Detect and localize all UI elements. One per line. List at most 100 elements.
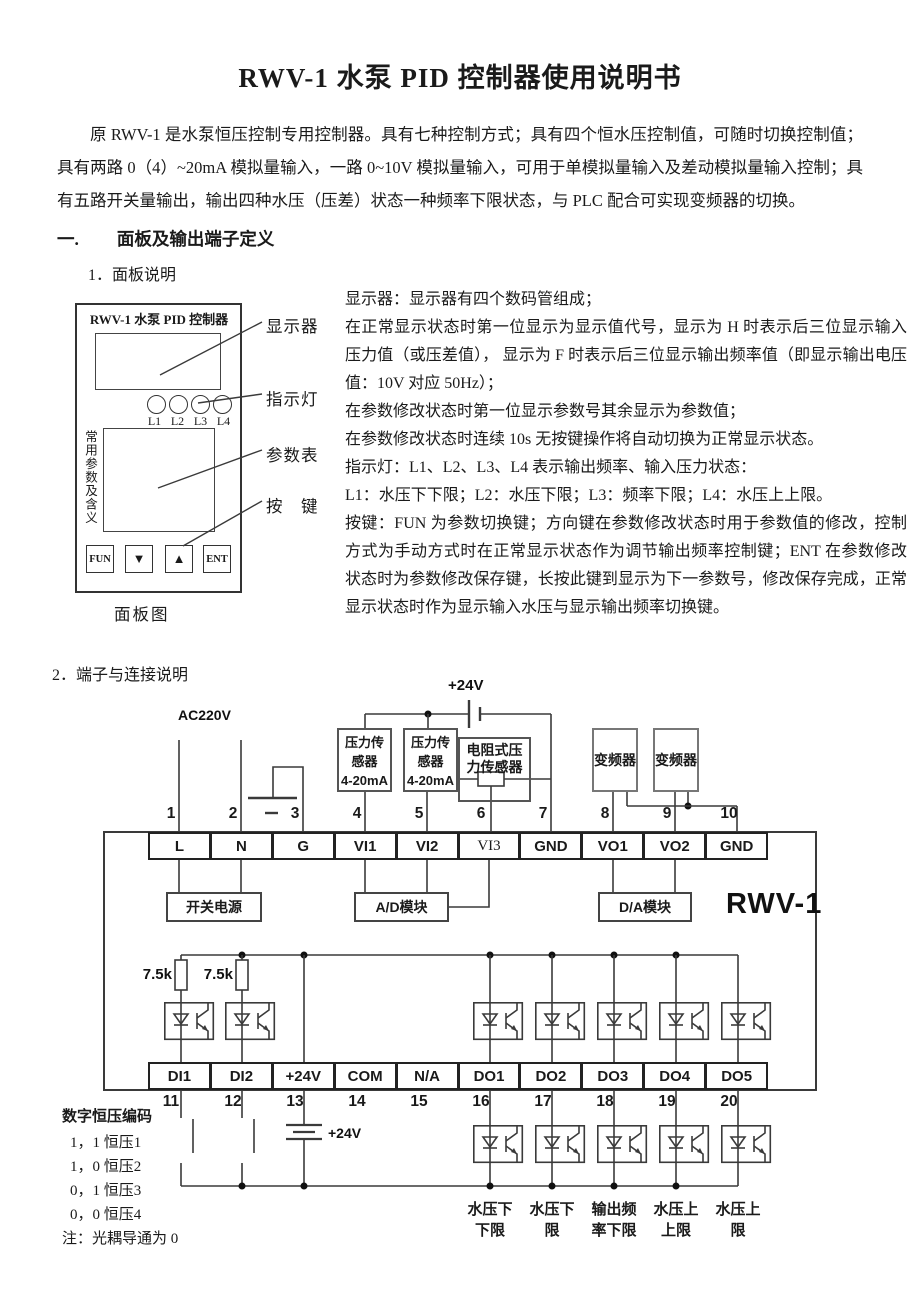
pressure-sensor-1-box: 压力传 感器 4-20mA [337,728,392,792]
led-label-l1: L1 [147,414,162,428]
desc-display-2: 在正常显示状态时第一位显示为显示值代号，显示为 H 时表示后三位显示输入压力值（… [345,319,907,392]
desc-display-4: 在参数修改状态时连续 10s 无按键操作将自动切换为正常显示状态。 [345,431,824,448]
terminal-row-1: L N G VI1 VI2 VI3 GND VO1 VO2 GND [148,832,769,860]
terminal-cell: COM [333,1062,396,1090]
do3-line2: 率下限 [591,1223,637,1239]
terminal-number: 15 [410,1093,428,1110]
v24-bottom-label: +24V [328,1125,362,1141]
terminal-cell: DI2 [209,1062,272,1090]
callout-param-table: 参数表 [266,446,319,465]
subsection-2-heading: 2．端子与连接说明 [52,667,189,684]
panel-led-labels: L1 L2 L3 L4 [145,414,233,429]
terminal-number: 2 [228,805,238,822]
do2-state-label: 水压下 限 [517,1200,587,1242]
do1-line2: 下限 [474,1223,505,1239]
callout-keys: 按 键 [266,497,319,516]
terminal-numbers-row-2: 11 12 13 14 15 16 17 18 19 20 [148,1093,768,1111]
led-l4-icon [213,395,232,414]
panel-description: 显示器：显示器有四个数码管组成； 在正常显示状态时第一位显示为显示值代号，显示为… [345,286,907,622]
terminal-number: 17 [534,1093,552,1110]
do1-line1: 水压下 [467,1202,513,1218]
sensor2-line2: 感器 [417,754,444,769]
panel-table-rect [103,428,215,532]
terminal-cell: +24V [271,1062,334,1090]
terminal-cell: VI1 [333,832,396,860]
do1-state-label: 水压下 下限 [455,1200,525,1242]
terminal-number: 3 [290,805,300,822]
psu-label: 开关电源 [186,899,242,915]
do4-line2: 上限 [660,1223,691,1239]
panel-led-row [147,395,232,414]
resistor-2-label: 7.5k [203,966,233,983]
code-row: 1，0 恒压2 [70,1159,142,1175]
terminal-cell: DO4 [643,1062,706,1090]
resistor-1-label: 7.5k [142,966,172,983]
sensor1-line2: 感器 [351,754,378,769]
ad-module-box: A/D模块 [354,892,449,922]
led-l3-icon [191,395,210,414]
section-1-heading: 一. 面板及输出端子定义 [57,226,274,251]
panel-caption: 面板图 [114,605,170,624]
code-title: 数字恒压编码 [62,1109,153,1125]
terminal-cell: DO5 [705,1062,769,1090]
terminal-number: 12 [224,1093,242,1110]
led-label-l4: L4 [216,414,231,428]
up-arrow-button: ▲ [165,545,193,573]
terminal-row-2: DI1 DI2 +24V COM N/A DO1 DO2 DO3 DO4 DO5 [148,1062,769,1090]
do3-line1: 输出频 [591,1202,637,1218]
da-module-box: D/A模块 [598,892,692,922]
panel-display-rect [95,333,221,390]
led-label-l2: L2 [170,414,185,428]
resistive-sensor-box: 电阻式压 力传感器 [458,737,531,802]
vfd-1-box: 变频器 [592,728,638,792]
desc-display-3: 在参数修改状态时第一位显示参数号其余显示为参数值； [345,403,746,420]
terminal-number: 20 [720,1093,738,1110]
terminal-cell: VO2 [643,832,706,860]
terminal-cell: VI2 [395,832,458,860]
terminal-cell: N [209,832,272,860]
code-row: 1，1 恒压1 [70,1135,142,1151]
do5-line1: 水压上 [715,1202,761,1218]
callout-display: 显示器 [266,317,319,336]
opto-note: 注：光耦导通为 0 [62,1231,179,1247]
sensor3-line1: 电阻式压 [466,744,523,759]
vfd2-label: 变频器 [655,754,697,769]
do4-line1: 水压上 [653,1202,699,1218]
desc-display-1: 显示器：显示器有四个数码管组成； [345,291,602,308]
subsection-1-heading: 1．面板说明 [88,267,177,284]
desc-indicator-1: 指示灯：L1、L2、L3、L4 表示输出频率、输入压力状态： [345,459,757,476]
sensor3-line2: 力传感器 [466,761,523,776]
do2-line1: 水压下 [529,1202,575,1218]
fun-button: FUN [86,545,114,573]
pressure-sensor-2-box: 压力传 感器 4-20mA [403,728,458,792]
document-title: RWV-1 水泵 PID 控制器使用说明书 [238,63,682,93]
psu-module-box: 开关电源 [166,892,262,922]
terminal-cell: VO1 [581,832,644,860]
terminal-number: 10 [720,805,738,822]
led-l2-icon [169,395,188,414]
terminal-cell: DO1 [457,1062,520,1090]
sensor1-line3: 4-20mA [341,773,388,788]
wiring-diagram: 2．端子与连接说明 +24V AC220V 压力传 感器 4-20mA 压力传 … [0,655,920,1302]
ent-button: ENT [203,545,231,573]
code-row: 0，1 恒压3 [70,1183,142,1199]
terminal-cell: DO3 [581,1062,644,1090]
terminal-number: 5 [414,805,424,822]
terminal-number: 14 [348,1093,366,1110]
do5-line2: 限 [730,1223,746,1239]
do4-state-label: 水压上 上限 [641,1200,711,1242]
terminal-number: 9 [662,805,672,822]
terminal-number: 1 [166,805,176,822]
sensor2-line1: 压力传 [410,735,450,750]
terminal-cell: GND [519,832,582,860]
terminal-number: 16 [472,1093,490,1110]
code-row: 0，0 恒压4 [70,1207,142,1223]
sensor2-line3: 4-20mA [407,773,454,788]
vfd-2-box: 变频器 [653,728,699,792]
unit-name-label: RWV-1 [726,888,823,920]
section-1-title: 面板及输出端子定义 [116,229,275,249]
section-1-number: 一. [57,229,79,249]
v24-top-label: +24V [448,677,484,694]
terminal-cell: VI3 [457,832,520,860]
